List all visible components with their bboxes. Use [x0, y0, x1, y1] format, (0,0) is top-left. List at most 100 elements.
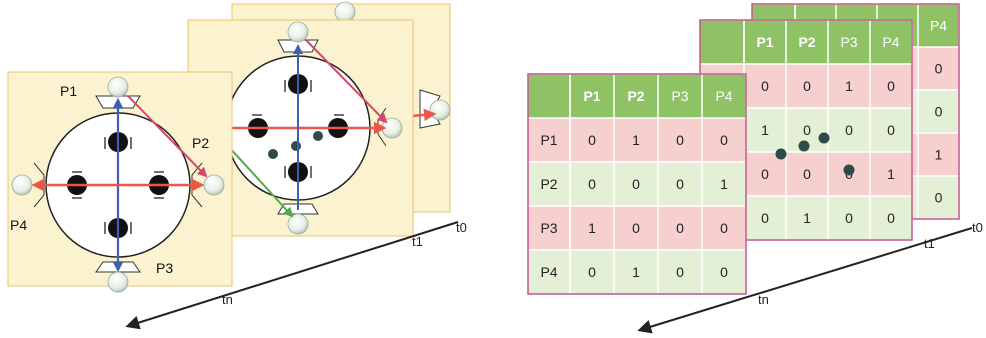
matrix-cell [744, 196, 786, 240]
seating-panel-tn: P1 P2 P3 P4 [7, 71, 233, 293]
matrix-cell-value: 1 [887, 166, 895, 182]
seat-icon [95, 76, 141, 109]
matrix-cell [744, 64, 786, 108]
seating-diagram: P1 P2 P3 P4 t0 t1 tn [7, 1, 467, 330]
player-label-p2: P2 [192, 135, 209, 151]
matrix-cell-value: 0 [676, 132, 684, 148]
transfer-arrow-pink [305, 39, 388, 124]
matrix-column-header: P2 [798, 34, 815, 50]
matrix-cell [744, 152, 786, 196]
matrix-cell-value: 0 [632, 220, 640, 236]
matrix-cell-value: 1 [720, 176, 728, 192]
matrix-cell-value: 1 [632, 132, 640, 148]
matrix-column-header: P2 [627, 88, 644, 104]
matrix-cell-value: 0 [720, 220, 728, 236]
matrix-cell-value: 0 [845, 210, 853, 226]
matrix-cell [658, 118, 702, 162]
time-label-t0: t0 [456, 220, 467, 235]
matrix-cell-value: 0 [887, 210, 895, 226]
matrix-row-header [528, 250, 570, 294]
player-label-p4: P4 [10, 217, 27, 233]
matrix-cell-value: 1 [588, 220, 596, 236]
matrix-cell-value: 0 [887, 78, 895, 94]
player-label-p1: P1 [60, 83, 77, 99]
matrix-cell [870, 196, 912, 240]
matrix-cell-value: 0 [935, 104, 943, 120]
matrix-cell-value: 0 [720, 132, 728, 148]
matrix-column-header: P1 [583, 88, 600, 104]
matrix-cell-value: 1 [845, 78, 853, 94]
matrix-cell [570, 250, 614, 294]
matrix-cell-value: 1 [935, 147, 943, 163]
matrix-cell-value: 1 [761, 122, 769, 138]
matrix-cell-value: 0 [887, 122, 895, 138]
time-axis [125, 221, 459, 330]
matrix-header-row [528, 74, 746, 118]
matrix-row-header [528, 206, 570, 250]
chip-marker [291, 141, 301, 151]
transfer-arrow-pink [127, 95, 208, 178]
matrix-cell-value: 0 [845, 122, 853, 138]
matrix-cell [658, 250, 702, 294]
matrix-cell [918, 133, 959, 176]
matrix-cell [658, 162, 702, 206]
matrix-row-label: P2 [540, 176, 557, 192]
cutlery-icon [252, 80, 344, 178]
matrix-cell-value: 0 [588, 264, 596, 280]
matrix-row-label: P4 [540, 264, 557, 280]
matrix-cell [570, 162, 614, 206]
matrix-cell-value: 0 [935, 61, 943, 77]
time-label-t0: t0 [972, 220, 983, 235]
matrix-cell [786, 64, 828, 108]
matrix-cell-value: 0 [720, 264, 728, 280]
seat-icon [11, 162, 45, 208]
matrix-cell [786, 152, 828, 196]
player-label-p3: P3 [156, 260, 173, 276]
seat-icon [334, 1, 356, 23]
matrix-row-label: P1 [540, 132, 557, 148]
matrix-cell [870, 152, 912, 196]
matrix-cell [918, 90, 959, 133]
chip-marker [313, 131, 323, 141]
matrix-row-header [528, 162, 570, 206]
transfer-arrow-green [227, 145, 294, 218]
matrix-cell-value: 0 [588, 132, 596, 148]
matrix-cell-value: 0 [761, 78, 769, 94]
matrix-cell [614, 250, 658, 294]
chip-marker [843, 164, 855, 176]
matrix-cell-value: 1 [803, 210, 811, 226]
matrix-cell [870, 108, 912, 152]
matrix-cell-value: 0 [803, 166, 811, 182]
matrix-cell [870, 64, 912, 108]
matrix-cell [828, 64, 870, 108]
matrix-cell-value: 0 [676, 220, 684, 236]
matrix-cell [702, 250, 746, 294]
matrix-cell [570, 118, 614, 162]
matrix-row-header [528, 118, 570, 162]
matrix-border [527, 73, 747, 295]
matrix-cell [744, 108, 786, 152]
matrix-cell-value: 0 [761, 210, 769, 226]
matrix-cell-value: 1 [632, 264, 640, 280]
time-label-t1: t1 [412, 234, 423, 249]
matrix-column-header: P1 [756, 34, 773, 50]
matrix-cell [918, 47, 959, 90]
cutlery-icon [72, 137, 164, 234]
matrix-diagram: P1P2P3P40000000000010000 P1P2P3P40010100… [527, 3, 983, 334]
matrix-cell-value: 0 [632, 176, 640, 192]
matrix-cell-value: 0 [803, 122, 811, 138]
matrix-column-header: P4 [715, 88, 732, 104]
matrix-cell-value: 0 [761, 166, 769, 182]
chip-marker [798, 140, 810, 152]
matrix-cell [786, 196, 828, 240]
chip-marker [775, 148, 787, 160]
time-label-t1: t1 [924, 236, 935, 251]
matrix-cell [702, 206, 746, 250]
matrix-cell-value: 0 [588, 176, 596, 192]
matrix-cell [570, 206, 614, 250]
matrix-header-row [700, 20, 912, 64]
matrix-column-header: P3 [840, 34, 857, 50]
time-label-tn: tn [758, 292, 769, 307]
